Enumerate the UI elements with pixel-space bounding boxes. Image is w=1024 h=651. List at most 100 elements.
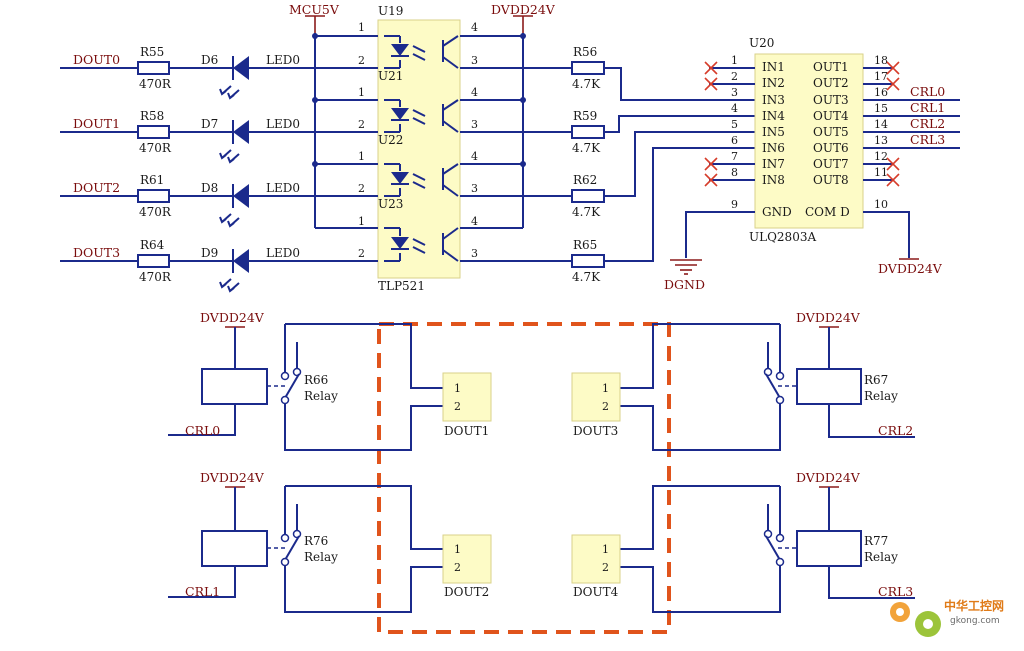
no-connect-marks-left [704, 61, 718, 187]
u20-in8: IN8 [762, 173, 785, 187]
u20-pin8: 8 [731, 166, 738, 179]
r77-ctrl-label: CRL3 [878, 584, 913, 599]
watermark-logo: 中华工控网 gkong.com [890, 598, 1004, 637]
u21-pin2: 2 [358, 118, 365, 131]
r65-value: 4.7K [572, 270, 601, 284]
relay-r77: DVDD24V CRL3 R77 Relay [620, 470, 915, 613]
u20-part: ULQ2803A [749, 230, 816, 244]
d6-net: LED0 [266, 53, 300, 67]
u20-out3: OUT3 [813, 93, 849, 107]
r58-value: 470R [139, 141, 172, 155]
u20-pin5: 5 [731, 118, 738, 131]
opto-ref-u23: U23 [378, 197, 403, 211]
u21-pin4: 4 [471, 86, 478, 99]
u20-pin6: 6 [731, 134, 738, 147]
dout2-pin1: 1 [454, 543, 461, 556]
u20-pin11: 11 [874, 166, 888, 179]
d8-net: LED0 [266, 181, 300, 195]
dout3-label: DOUT3 [573, 424, 618, 438]
r67-coil [796, 368, 862, 405]
dout1-label: DOUT1 [444, 424, 489, 438]
dout1-pin2: 2 [454, 400, 461, 413]
u20-com-label: COM D [805, 205, 850, 219]
r76-type: Relay [304, 550, 338, 564]
dgnd-symbol: DGND [664, 259, 705, 292]
u22-pin1: 1 [358, 150, 365, 163]
u20-out1: OUT1 [813, 60, 849, 74]
u20-pin7: 7 [731, 150, 738, 163]
led-d8-icon [233, 184, 249, 208]
u23-pin2: 2 [358, 247, 365, 260]
u21-pin3: 3 [471, 118, 478, 131]
crl2-net-top: CRL2 [910, 116, 945, 131]
dout2-label: DOUT2 [444, 585, 489, 599]
u20-out2: OUT2 [813, 76, 849, 90]
r77-type: Relay [864, 550, 898, 564]
u20-out4: OUT4 [813, 109, 849, 123]
opto-part-label: TLP521 [378, 279, 425, 293]
watermark-sub: gkong.com [950, 616, 1000, 626]
r76-ctrl-label: CRL1 [185, 584, 220, 599]
r67-ctrl-label: CRL2 [878, 423, 913, 438]
resistor-r65 [571, 254, 605, 268]
r62-ref: R62 [573, 173, 597, 187]
dout2-net: DOUT2 [73, 180, 120, 195]
r66-type: Relay [304, 389, 338, 403]
resistor-r58 [137, 125, 170, 139]
r67-supply-label: DVDD24V [796, 310, 861, 325]
u20-ref: U20 [749, 36, 774, 50]
u20-pin18: 18 [874, 54, 888, 67]
r64-value: 470R [139, 270, 172, 284]
r58-ref: R58 [140, 109, 164, 123]
dout2-pin2: 2 [454, 561, 461, 574]
u20-out7: OUT7 [813, 157, 849, 171]
dvdd24v-com-symbol: DVDD24V [878, 258, 943, 276]
r61-value: 470R [139, 205, 172, 219]
u20-pin15: 15 [874, 102, 888, 115]
u20-out8: OUT8 [813, 173, 849, 187]
opto-u23-symbol [384, 227, 459, 262]
r66-coil [201, 368, 268, 405]
watermark-main: 中华工控网 [944, 598, 1004, 613]
resistor-r56 [571, 61, 605, 75]
resistor-r55 [137, 61, 170, 75]
u19-pin2: 2 [358, 54, 365, 67]
u20-in3: IN3 [762, 93, 785, 107]
r66-ctrl-label: CRL0 [185, 423, 220, 438]
u20-in7: IN7 [762, 157, 785, 171]
dvdd24v-label-top: DVDD24V [491, 2, 556, 17]
r59-value: 4.7K [572, 141, 601, 155]
r55-ref: R55 [140, 45, 164, 59]
input-channel-1: DOUT1 R58 470R D7 LED0 2 1 [60, 86, 755, 164]
resistor-r62 [571, 189, 605, 203]
u20-pin10: 10 [874, 198, 888, 211]
d9-net: LED0 [266, 246, 300, 260]
u21-pin1: 1 [358, 86, 365, 99]
r77-coil [796, 530, 862, 567]
d7-net: LED0 [266, 117, 300, 131]
dout1-pin1: 1 [454, 382, 461, 395]
u20-pin16: 16 [874, 86, 888, 99]
u20-in4: IN4 [762, 109, 785, 123]
r55-value: 470R [139, 77, 172, 91]
d7-ref: D7 [201, 117, 218, 131]
mcu5v-label: MCU5V [289, 2, 340, 17]
opto-u19-symbol [384, 35, 459, 69]
u23-pin4: 4 [471, 215, 478, 228]
mcu5v-power: MCU5V [289, 2, 340, 33]
u23-pin1: 1 [358, 215, 365, 228]
r66-supply-label: DVDD24V [200, 310, 265, 325]
r76-supply-label: DVDD24V [200, 470, 265, 485]
input-channel-2: DOUT2 R61 470R D8 LED0 2 1 [60, 131, 755, 228]
u20-pin17: 17 [874, 70, 888, 83]
input-channel-3: DOUT3 R64 470R D9 LED0 2 1 [60, 147, 755, 293]
u20-in6: IN6 [762, 141, 785, 155]
connector-dout4: 1 2 DOUT4 [571, 534, 621, 599]
driver-u20: U20 ULQ2803A IN1 IN2 IN3 IN4 IN5 IN6 IN7… [664, 36, 960, 292]
u22-pin2: 2 [358, 182, 365, 195]
opto-ref-u19: U19 [378, 4, 403, 18]
resistor-r64 [137, 254, 170, 268]
u20-body [754, 53, 864, 229]
u19-pin3: 3 [471, 54, 478, 67]
